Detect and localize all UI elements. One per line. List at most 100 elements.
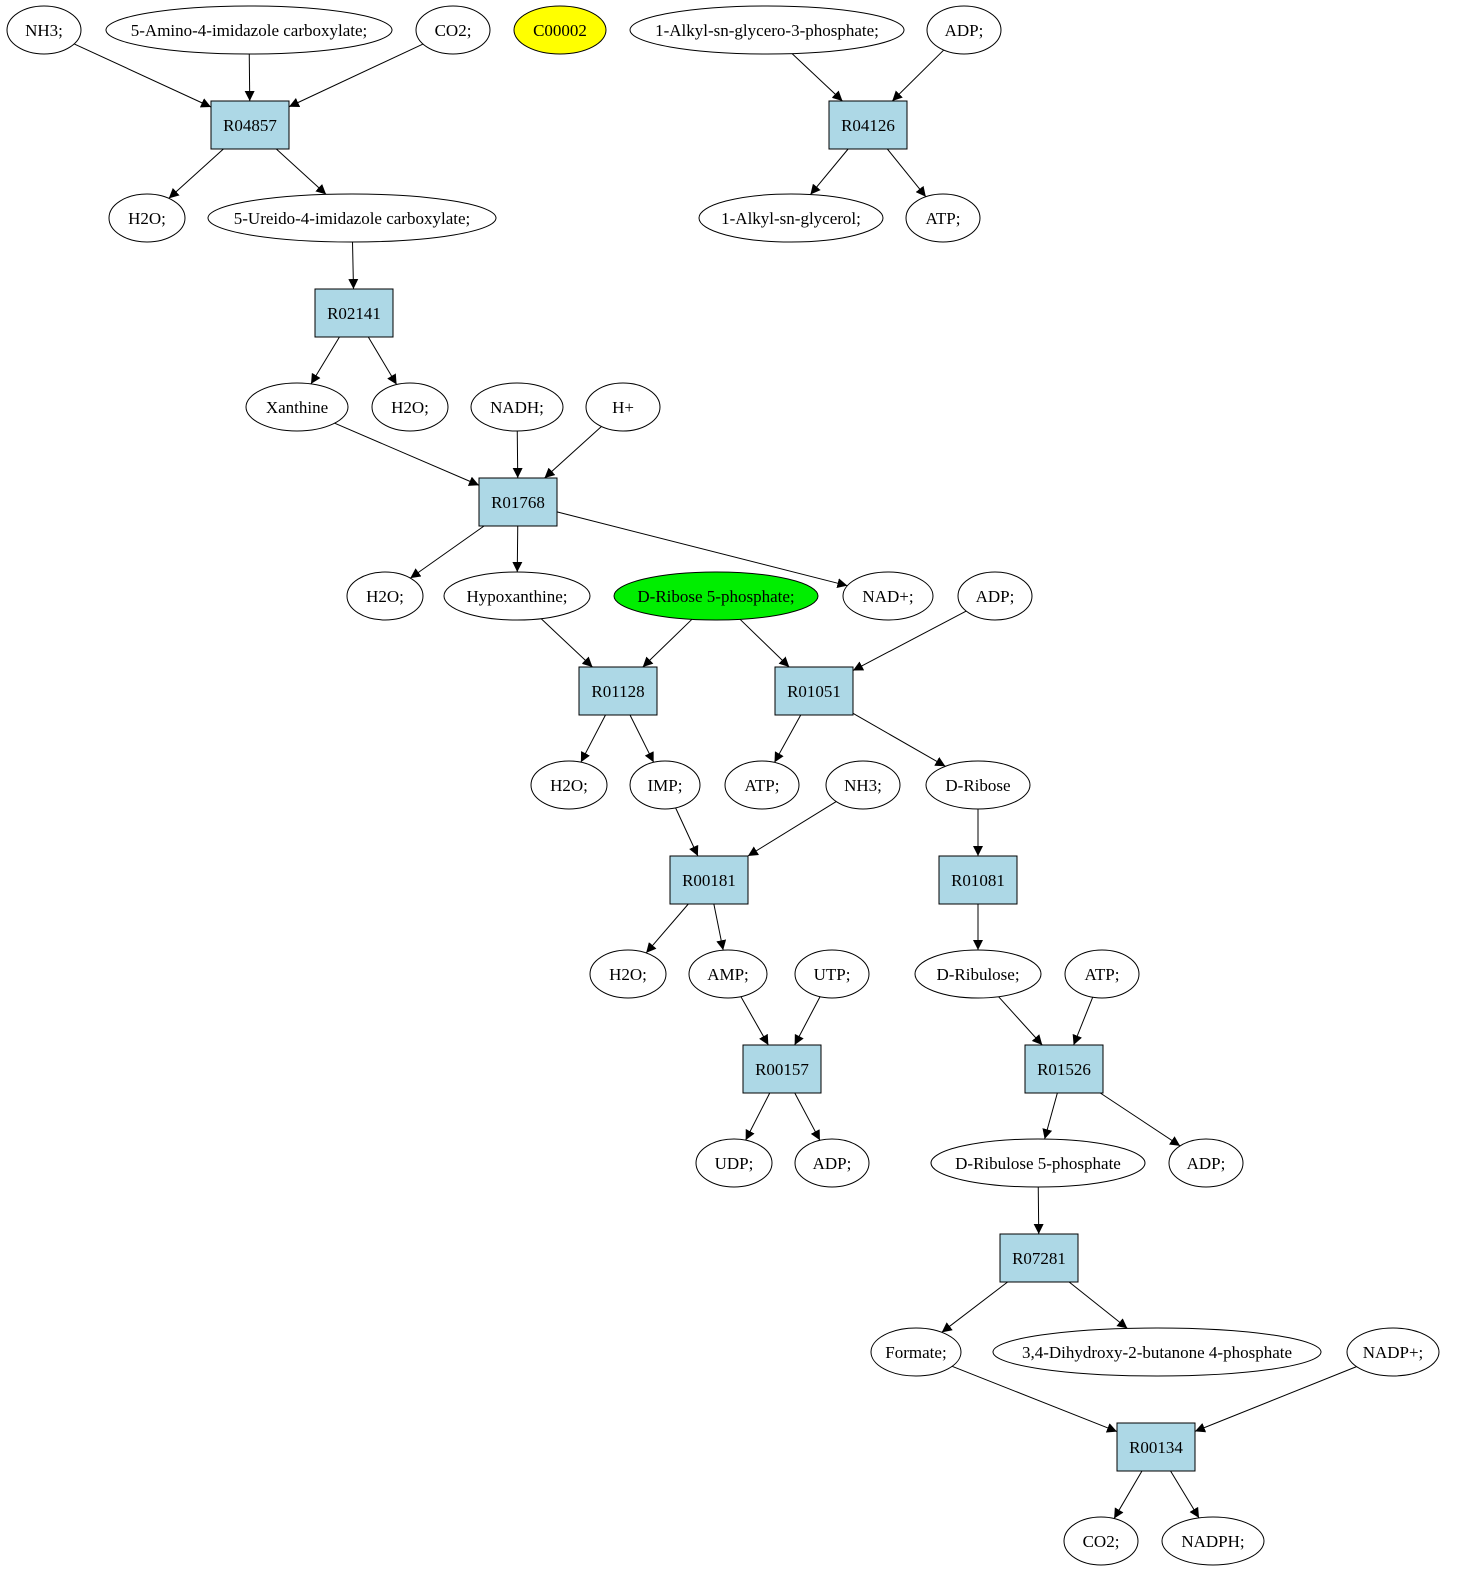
metabolite-ellipse bbox=[842, 571, 934, 621]
reaction-node-r00181[interactable]: R00181 bbox=[669, 855, 749, 905]
edge-r-r00181-to-m-h2o-e bbox=[645, 903, 689, 954]
metabolite-label: H2O; bbox=[609, 965, 647, 984]
metabolite-ellipse bbox=[589, 949, 667, 999]
metabolite-node-h2o-b[interactable]: H2O; bbox=[371, 382, 449, 432]
reaction-box bbox=[742, 1044, 822, 1094]
metabolite-node-h2o-c[interactable]: H2O; bbox=[346, 571, 424, 621]
edge-m-amp-to-r-r00157 bbox=[740, 996, 769, 1046]
metabolite-label: C00002 bbox=[533, 21, 587, 40]
edge-r-r07281-to-m-formate bbox=[941, 1281, 1008, 1333]
metabolite-ellipse bbox=[513, 5, 607, 55]
edge-r-r04857-to-m-h2o-a bbox=[168, 148, 224, 199]
reaction-node-r02141[interactable]: R02141 bbox=[314, 288, 394, 338]
metabolite-node-amp[interactable]: AMP; bbox=[688, 949, 768, 999]
metabolite-node-nadpplus[interactable]: NADP+; bbox=[1346, 1327, 1440, 1377]
metabolite-ellipse bbox=[371, 382, 449, 432]
metabolite-node-h2o-e[interactable]: H2O; bbox=[589, 949, 667, 999]
metabolite-ellipse bbox=[629, 760, 701, 810]
edge-m-formate-to-r-r00134 bbox=[951, 1365, 1118, 1433]
reaction-label: R04126 bbox=[841, 116, 895, 135]
metabolite-node-nadplus[interactable]: NAD+; bbox=[842, 571, 934, 621]
metabolite-node-r5p[interactable]: D-Ribose 5-phosphate; bbox=[613, 571, 819, 621]
metabolite-node-adp-c[interactable]: ADP; bbox=[794, 1138, 870, 1188]
reaction-label: R01051 bbox=[787, 682, 841, 701]
reaction-node-r01526[interactable]: R01526 bbox=[1024, 1044, 1104, 1094]
metabolite-node-ureido[interactable]: 5-Ureido-4-imidazole carboxylate; bbox=[207, 193, 497, 243]
metabolite-ellipse bbox=[415, 5, 491, 55]
edge-m-atp-c-to-r-r01526 bbox=[1072, 997, 1094, 1046]
reaction-box bbox=[1116, 1422, 1196, 1472]
metabolite-label: UTP; bbox=[814, 965, 851, 984]
reaction-label: R07281 bbox=[1012, 1249, 1066, 1268]
metabolite-node-hplus[interactable]: H+ bbox=[585, 382, 661, 432]
edge-r-r02141-to-m-h2o-b bbox=[367, 336, 398, 385]
metabolite-ellipse bbox=[695, 1138, 773, 1188]
edge-m-dribulose-to-r-r01526 bbox=[998, 996, 1043, 1046]
reaction-node-r00157[interactable]: R00157 bbox=[742, 1044, 822, 1094]
metabolite-node-h2o-d[interactable]: H2O; bbox=[530, 760, 608, 810]
metabolite-ellipse bbox=[1161, 1516, 1265, 1566]
metabolite-node-co2-a[interactable]: CO2; bbox=[415, 5, 491, 55]
metabolite-ellipse bbox=[6, 5, 82, 55]
reaction-box bbox=[828, 100, 908, 150]
reaction-box bbox=[578, 666, 658, 716]
metabolite-node-alkylg[interactable]: 1-Alkyl-sn-glycerol; bbox=[698, 193, 884, 243]
metabolite-node-adp-d[interactable]: ADP; bbox=[1168, 1138, 1244, 1188]
metabolite-node-alkylg3p[interactable]: 1-Alkyl-sn-glycero-3-phosphate; bbox=[629, 5, 905, 55]
edge-m-alkylg3p-to-r-r04126 bbox=[791, 53, 843, 102]
metabolite-label: Formate; bbox=[885, 1343, 946, 1362]
metabolite-label: NH3; bbox=[844, 776, 882, 795]
reaction-node-r01081[interactable]: R01081 bbox=[938, 855, 1018, 905]
metabolite-node-adp-b[interactable]: ADP; bbox=[957, 571, 1033, 621]
metabolite-node-udp[interactable]: UDP; bbox=[695, 1138, 773, 1188]
edge-r-r04126-to-m-alkylg bbox=[810, 148, 849, 195]
metabolite-node-nh3-a[interactable]: NH3; bbox=[6, 5, 82, 55]
metabolite-node-utp[interactable]: UTP; bbox=[794, 949, 870, 999]
metabolite-node-imp[interactable]: IMP; bbox=[629, 760, 701, 810]
reaction-node-r04126[interactable]: R04126 bbox=[828, 100, 908, 150]
reaction-box bbox=[314, 288, 394, 338]
reaction-node-r01768[interactable]: R01768 bbox=[478, 477, 558, 527]
metabolite-node-aica[interactable]: 5-Amino-4-imidazole carboxylate; bbox=[105, 5, 393, 55]
metabolite-ellipse bbox=[914, 949, 1042, 999]
metabolite-node-h2o-a[interactable]: H2O; bbox=[108, 193, 186, 243]
metabolite-ellipse bbox=[207, 193, 497, 243]
metabolite-ellipse bbox=[245, 382, 349, 432]
metabolite-node-ru5p[interactable]: D-Ribulose 5-phosphate bbox=[930, 1138, 1146, 1188]
metabolite-node-atp-b[interactable]: ATP; bbox=[724, 760, 800, 810]
metabolite-node-formate[interactable]: Formate; bbox=[870, 1327, 962, 1377]
reaction-node-r01128[interactable]: R01128 bbox=[578, 666, 658, 716]
edge-r-r01128-to-m-h2o-d bbox=[580, 714, 606, 763]
edge-m-imp-to-r-r00181 bbox=[675, 807, 699, 857]
metabolite-node-adp-a[interactable]: ADP; bbox=[926, 5, 1002, 55]
metabolite-ellipse bbox=[905, 193, 981, 243]
reaction-node-r00134[interactable]: R00134 bbox=[1116, 1422, 1196, 1472]
metabolite-node-dribose[interactable]: D-Ribose bbox=[925, 760, 1031, 810]
metabolite-node-dhbp[interactable]: 3,4-Dihydroxy-2-butanone 4-phosphate bbox=[992, 1327, 1322, 1377]
metabolite-node-nh3-b[interactable]: NH3; bbox=[825, 760, 901, 810]
metabolite-label: ADP; bbox=[945, 21, 984, 40]
metabolite-node-dribulose[interactable]: D-Ribulose; bbox=[914, 949, 1042, 999]
metabolite-node-hypox[interactable]: Hypoxanthine; bbox=[443, 571, 591, 621]
edge-m-r5p-to-r-r01051 bbox=[739, 618, 790, 668]
metabolite-node-nadph[interactable]: NADPH; bbox=[1161, 1516, 1265, 1566]
metabolite-label: ATP; bbox=[745, 776, 780, 795]
reaction-label: R02141 bbox=[327, 304, 381, 323]
metabolite-label: UDP; bbox=[715, 1154, 754, 1173]
metabolite-label: AMP; bbox=[707, 965, 749, 984]
reaction-node-r07281[interactable]: R07281 bbox=[999, 1233, 1079, 1283]
reaction-node-r04857[interactable]: R04857 bbox=[210, 100, 290, 150]
reaction-box bbox=[478, 477, 558, 527]
metabolite-node-atp-a[interactable]: ATP; bbox=[905, 193, 981, 243]
metabolite-node-co2-b[interactable]: CO2; bbox=[1063, 1516, 1139, 1566]
edge-m-xanthine-to-r-r01768 bbox=[334, 422, 480, 486]
metabolite-node-xanthine[interactable]: Xanthine bbox=[245, 382, 349, 432]
metabolite-node-atp-c[interactable]: ATP; bbox=[1064, 949, 1140, 999]
metabolite-label: H2O; bbox=[128, 209, 166, 228]
metabolite-node-c00002[interactable]: C00002 bbox=[513, 5, 607, 55]
edge-m-adp-a-to-r-r04126 bbox=[891, 49, 945, 102]
reaction-node-r01051[interactable]: R01051 bbox=[774, 666, 854, 716]
metabolite-ellipse bbox=[629, 5, 905, 55]
metabolite-label: D-Ribose 5-phosphate; bbox=[637, 587, 794, 606]
metabolite-node-nadh[interactable]: NADH; bbox=[470, 382, 564, 432]
